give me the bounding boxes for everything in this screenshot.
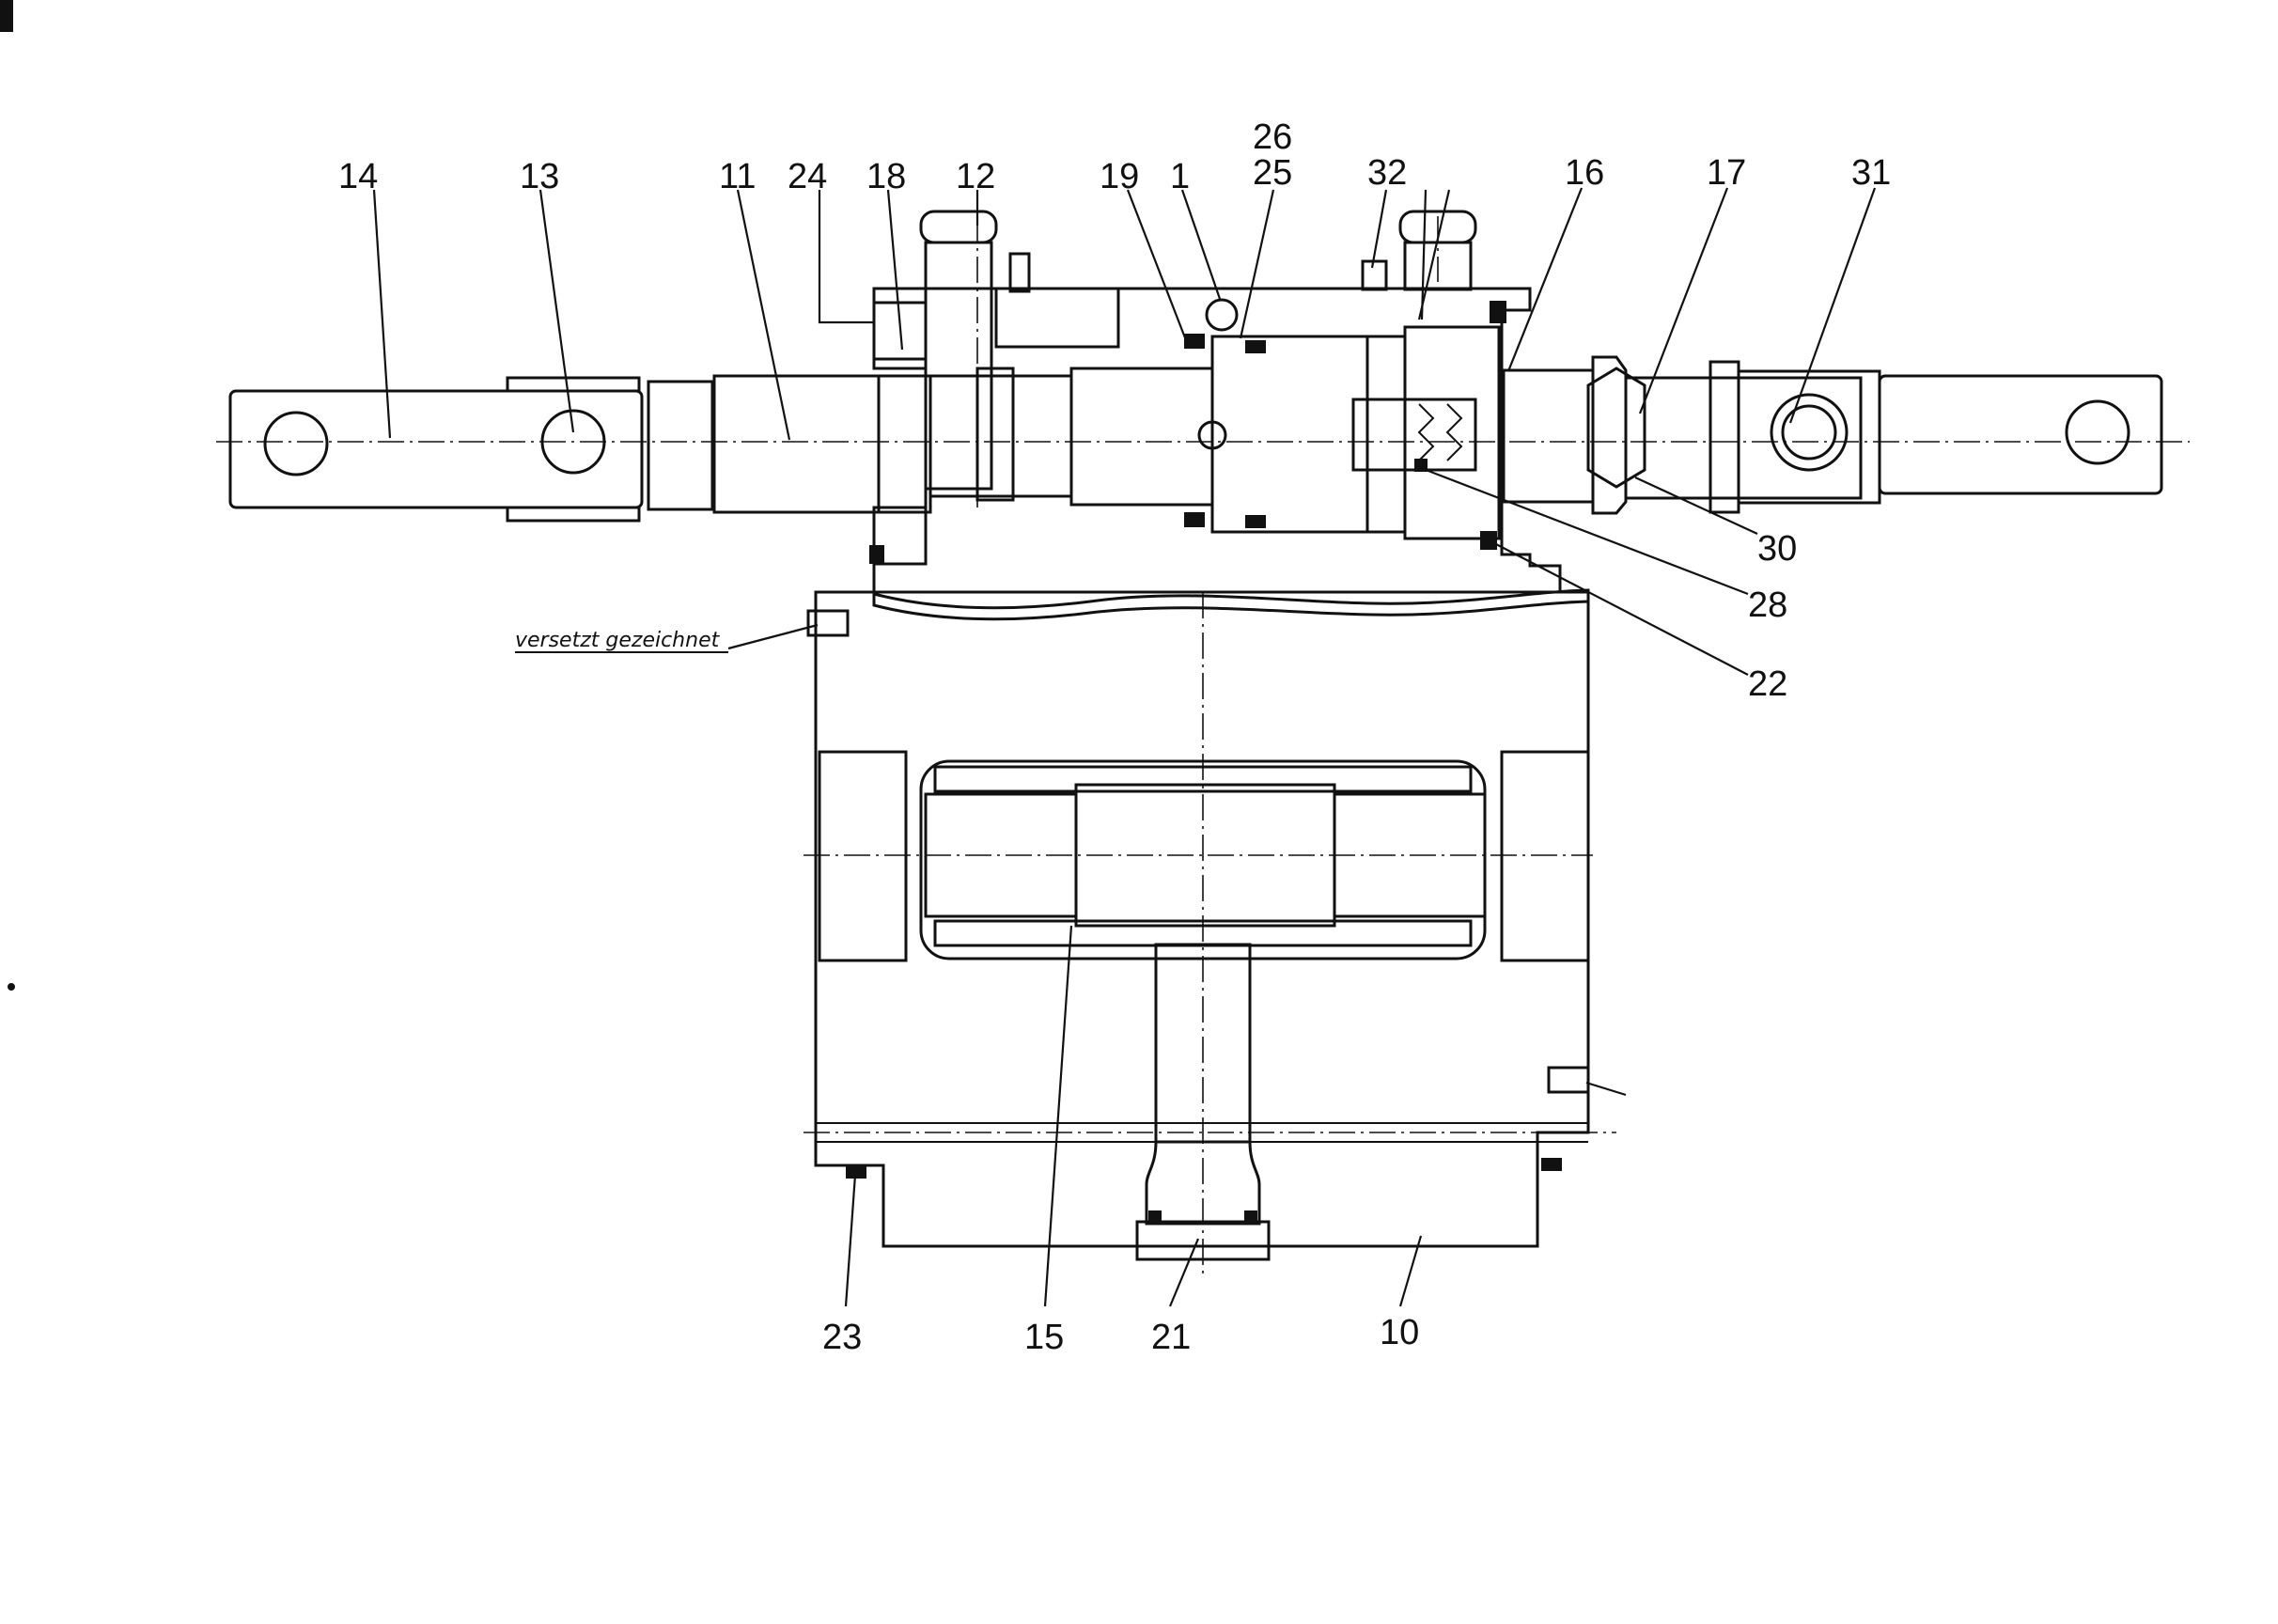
callout-19: 19 (1100, 157, 1139, 196)
callout-1: 1 (1170, 157, 1190, 196)
callout-labels: 14 13 11 24 18 12 19 1 26 25 32 16 17 31… (338, 117, 1891, 1357)
seals (846, 301, 1562, 1179)
callout-32: 32 (1367, 153, 1407, 193)
callout-18: 18 (866, 157, 906, 196)
callout-17: 17 (1707, 153, 1746, 193)
callout-21: 21 (1151, 1318, 1191, 1357)
upper-housing (872, 252, 1562, 594)
callout-23: 23 (822, 1318, 862, 1357)
center-lines (216, 216, 2190, 1273)
callout-15: 15 (1024, 1318, 1064, 1357)
callout-14: 14 (338, 157, 378, 196)
callout-28: 28 (1748, 586, 1787, 625)
callout-26: 26 (1253, 117, 1292, 157)
leader-lines (372, 187, 1877, 1307)
lower-housing (814, 590, 1590, 1248)
callout-12: 12 (956, 157, 995, 196)
break-line (872, 588, 1590, 621)
pin-holes (263, 298, 2130, 476)
callout-16: 16 (1565, 153, 1604, 193)
callout-31: 31 (1851, 153, 1891, 193)
callout-13: 13 (520, 157, 559, 196)
scan-dot (8, 983, 15, 991)
shaft-assembly (228, 325, 2163, 540)
callout-22: 22 (1748, 664, 1787, 704)
callout-24: 24 (788, 157, 827, 196)
callout-10: 10 (1380, 1313, 1419, 1352)
callout-30: 30 (1757, 529, 1797, 569)
scan-mark (0, 0, 13, 32)
top-bolts (919, 210, 1477, 491)
cylinder-bore (818, 750, 1590, 962)
callout-25: 25 (1253, 153, 1292, 193)
note-offset-drawn: versetzt gezeichnet (515, 629, 721, 652)
callout-11: 11 (719, 157, 756, 196)
